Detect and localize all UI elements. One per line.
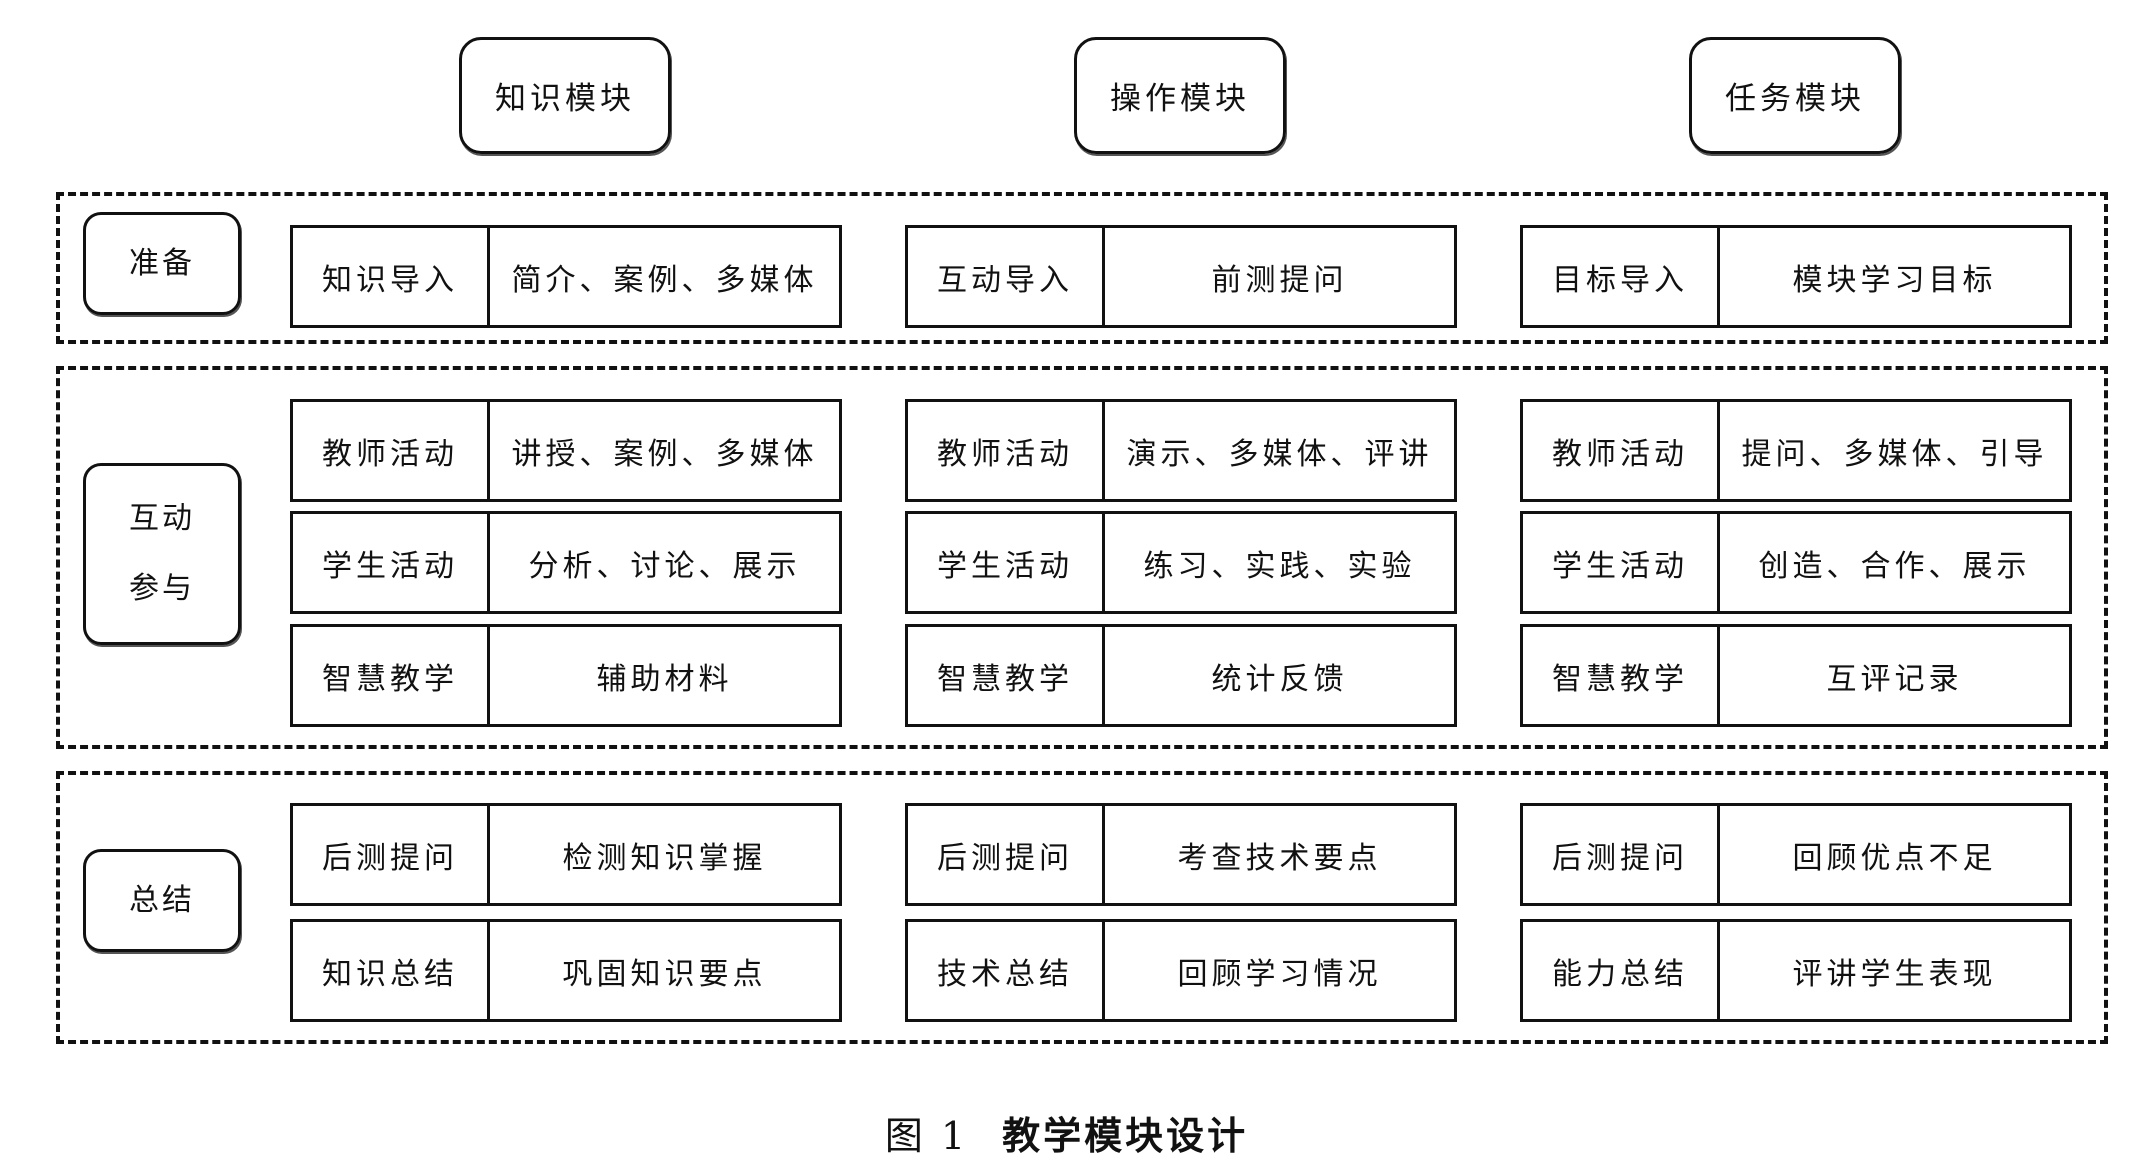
cell-content: 创造、合作、展示 <box>1720 511 2072 614</box>
row-label-prepare: 准备 <box>83 212 241 315</box>
section-interaction <box>56 366 2108 749</box>
figure-number: 图 1 <box>884 1114 969 1158</box>
cell-label: 教师活动 <box>1520 399 1720 502</box>
cell-content: 考查技术要点 <box>1105 803 1457 906</box>
cell-label: 知识导入 <box>290 225 490 328</box>
cell-label: 学生活动 <box>1520 511 1720 614</box>
cell-label: 智慧教学 <box>1520 624 1720 727</box>
cell-content: 讲授、案例、多媒体 <box>490 399 842 502</box>
section-summary <box>56 771 2108 1044</box>
cell-content: 统计反馈 <box>1105 624 1457 727</box>
row-label-interaction-line1: 互动 <box>129 501 195 536</box>
column-header-task: 任务模块 <box>1689 37 1901 154</box>
cell-label: 后测提问 <box>905 803 1105 906</box>
row-label-interaction: 互动 参与 <box>83 463 241 645</box>
cell-content: 评讲学生表现 <box>1720 919 2072 1022</box>
cell-content: 分析、讨论、展示 <box>490 511 842 614</box>
cell-label: 后测提问 <box>290 803 490 906</box>
column-header-knowledge: 知识模块 <box>459 37 671 154</box>
cell-label: 智慧教学 <box>905 624 1105 727</box>
cell-label: 技术总结 <box>905 919 1105 1022</box>
cell-content: 前测提问 <box>1105 225 1457 328</box>
figure-caption: 图 1 教学模块设计 <box>0 1105 2133 1160</box>
cell-label: 教师活动 <box>905 399 1105 502</box>
cell-label: 学生活动 <box>290 511 490 614</box>
cell-content: 检测知识掌握 <box>490 803 842 906</box>
cell-label: 互动导入 <box>905 225 1105 328</box>
cell-content: 互评记录 <box>1720 624 2072 727</box>
column-header-operation: 操作模块 <box>1074 37 1286 154</box>
cell-label: 后测提问 <box>1520 803 1720 906</box>
cell-label: 能力总结 <box>1520 919 1720 1022</box>
section-prepare <box>56 192 2108 344</box>
cell-label: 学生活动 <box>905 511 1105 614</box>
cell-label: 教师活动 <box>290 399 490 502</box>
cell-content: 回顾优点不足 <box>1720 803 2072 906</box>
row-label-summary: 总结 <box>83 849 241 952</box>
cell-content: 演示、多媒体、评讲 <box>1105 399 1457 502</box>
cell-content: 巩固知识要点 <box>490 919 842 1022</box>
cell-content: 练习、实践、实验 <box>1105 511 1457 614</box>
cell-label: 目标导入 <box>1520 225 1720 328</box>
cell-content: 简介、案例、多媒体 <box>490 225 842 328</box>
row-label-interaction-line2: 参与 <box>129 571 195 606</box>
figure-title: 教学模块设计 <box>1002 1113 1249 1158</box>
row-label-prepare-text: 准备 <box>129 245 195 281</box>
cell-content: 模块学习目标 <box>1720 225 2072 328</box>
cell-content: 提问、多媒体、引导 <box>1720 399 2072 502</box>
cell-label: 知识总结 <box>290 919 490 1022</box>
cell-content: 回顾学习情况 <box>1105 919 1457 1022</box>
cell-content: 辅助材料 <box>490 624 842 727</box>
row-label-summary-text: 总结 <box>129 882 195 918</box>
cell-label: 智慧教学 <box>290 624 490 727</box>
